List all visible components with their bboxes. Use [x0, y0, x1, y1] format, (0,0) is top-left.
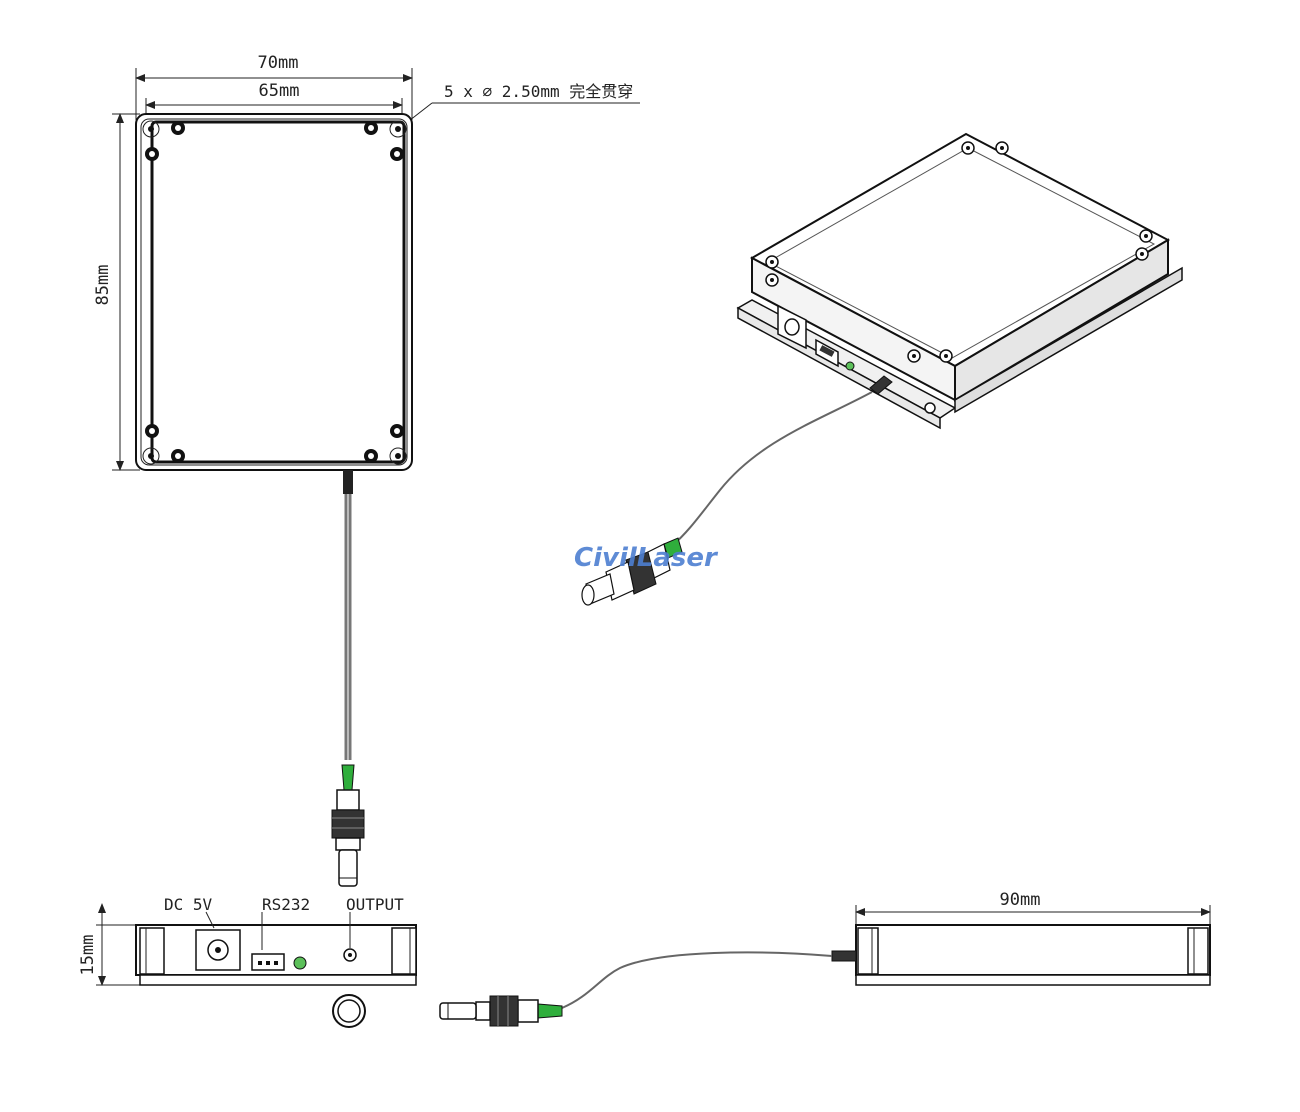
dim-top-width-inner: 65mm [259, 81, 300, 101]
dim-top-height: 85mm [93, 265, 113, 306]
fiber-connector-iso [581, 537, 683, 606]
fiber-connector-vertical [331, 764, 365, 887]
dim-side-length: 90mm [1000, 890, 1041, 910]
hole-note: 5 x ∅ 2.50mm 完全贯穿 [444, 82, 633, 101]
fiber-connector-horizontal [439, 995, 563, 1027]
isometric-view: CivilLaser [574, 132, 1183, 606]
label-dc: DC 5V [164, 895, 213, 914]
corner-holes [142, 120, 407, 465]
label-rs232: RS232 [262, 895, 310, 914]
top-view: 70mm 65mm 85mm 5 x ∅ 2.50mm 完全贯穿 [93, 53, 640, 887]
watermark: CivilLaser [574, 543, 719, 573]
dim-side-height: 15mm [78, 935, 98, 976]
dim-top-width-outer: 70mm [258, 53, 299, 73]
label-output: OUTPUT [346, 895, 404, 914]
side-view: 90mm [439, 890, 1211, 1027]
front-view: 15mm DC 5V RS232 OUTPUT [78, 895, 417, 1028]
